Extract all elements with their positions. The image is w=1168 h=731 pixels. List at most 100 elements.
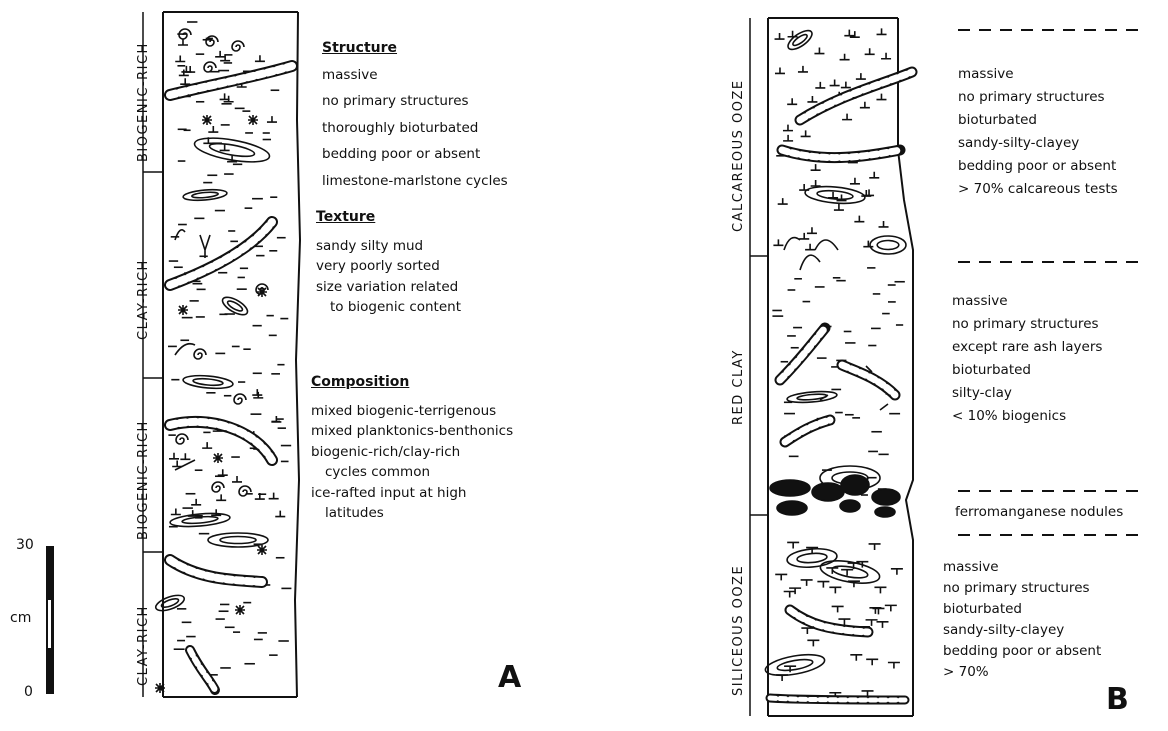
texture-line: to biogenic content	[316, 297, 461, 318]
lens-inner	[817, 189, 854, 200]
lens-inner	[791, 33, 808, 48]
lime-symbol	[787, 98, 797, 104]
scale-bar-midsection	[48, 600, 51, 648]
lime-symbol	[269, 493, 279, 499]
nodule	[840, 500, 860, 512]
siliceous-line: > 70%	[943, 662, 1101, 683]
scale-bar	[46, 546, 54, 694]
lime-symbol	[180, 78, 190, 84]
lens-inner	[877, 241, 899, 250]
core-column-a	[163, 12, 300, 697]
lime-symbol	[834, 204, 844, 210]
composition-line: ice-rafted input at high	[311, 483, 513, 504]
burrow-fill	[190, 650, 215, 690]
lens-inner	[193, 378, 223, 387]
lime-symbol	[876, 94, 886, 100]
lime-symbol	[807, 227, 817, 233]
lime-symbol	[218, 469, 228, 475]
lime-symbol	[783, 125, 793, 131]
silica-symbol	[787, 542, 799, 548]
burrow-fill	[170, 560, 262, 582]
lime-symbol	[175, 55, 185, 61]
radiolarian-symbol	[213, 453, 223, 463]
trace-fossil	[175, 344, 195, 355]
lime-symbol	[220, 144, 230, 150]
structure-line: massive	[322, 65, 508, 86]
interval-label-clay-rich-2: CLAY-RICH	[136, 605, 151, 686]
burrow-fill	[780, 328, 825, 380]
calcareous-line: massive	[958, 63, 1118, 86]
lime-symbol	[842, 114, 852, 120]
foram-symbol	[176, 434, 188, 444]
structure-line: thoroughly bioturbated	[322, 118, 508, 139]
scale-bottom-label: 0	[24, 684, 33, 700]
panel-label-b: B	[1106, 682, 1129, 717]
lime-symbol	[856, 73, 866, 79]
trace-fossil	[175, 460, 195, 470]
foram-symbol	[232, 41, 244, 51]
scale-unit-label: cm	[10, 610, 31, 626]
panel-label-a: A	[498, 660, 521, 695]
texture-section: Texture sandy silty mud very poorly sort…	[316, 207, 461, 318]
calcareous-line: sandy-silty-clayey	[958, 132, 1118, 155]
lime-symbol	[854, 216, 864, 222]
composition-line: latitudes	[311, 503, 513, 524]
lime-symbol	[815, 82, 825, 88]
silica-symbol	[872, 608, 884, 614]
siliceous-line: no primary structures	[943, 578, 1101, 599]
lens-inner	[182, 515, 218, 524]
red-clay-line: no primary structures	[952, 313, 1102, 336]
lime-symbol	[877, 28, 887, 34]
lime-symbol	[830, 80, 840, 86]
lime-symbol	[840, 54, 850, 60]
lime-symbol	[775, 67, 785, 73]
radiolarian-symbol	[257, 545, 267, 555]
lime-symbol	[811, 180, 821, 186]
lens-symbol	[183, 374, 234, 390]
silica-symbol	[832, 606, 844, 612]
texture-line: sandy silty mud	[316, 236, 461, 257]
radiolarian-symbol	[202, 115, 212, 125]
lime-symbol	[844, 30, 854, 36]
siliceous-description: massive no primary structures bioturbate…	[943, 557, 1101, 683]
column-a-right-edge	[295, 12, 300, 697]
silica-symbol	[801, 580, 813, 586]
lime-symbol	[811, 164, 821, 170]
lens-inner	[797, 552, 828, 564]
composition-line: mixed biogenic-terrigenous	[311, 401, 513, 422]
lens-symbol	[208, 533, 268, 547]
silica-symbol	[885, 605, 897, 611]
red-clay-line: < 10% biogenics	[952, 405, 1102, 428]
column-b-right-edge	[898, 18, 913, 716]
lens-inner	[192, 191, 219, 198]
trace-fossil	[784, 238, 838, 270]
structure-section: Structure massive no primary structures …	[322, 38, 508, 191]
silica-symbol	[801, 628, 813, 634]
lime-symbol	[208, 126, 218, 132]
nodule	[812, 483, 844, 501]
lens-inner	[226, 299, 244, 313]
lime-symbol	[801, 130, 811, 136]
trace-fossil	[200, 235, 210, 258]
nodule	[770, 480, 810, 496]
silica-symbol	[866, 659, 878, 665]
sediment-fill-b	[764, 27, 912, 700]
foram-symbol	[194, 349, 206, 359]
red-clay-line: bioturbated	[952, 359, 1102, 382]
burrow-fill	[770, 698, 905, 700]
lime-symbol	[869, 172, 879, 178]
lime-symbol	[216, 494, 226, 500]
lens-symbol	[183, 188, 228, 202]
calcareous-line: > 70% calcareous tests	[958, 178, 1118, 201]
lime-symbol	[178, 39, 188, 45]
nodules-label: ferromanganese nodules	[955, 502, 1123, 523]
silica-symbol	[869, 544, 881, 550]
lens-symbol	[154, 592, 186, 614]
foram-symbol	[204, 62, 216, 72]
sediment-fill-a	[154, 22, 292, 693]
lime-symbol	[267, 116, 277, 122]
lime-symbol	[805, 244, 815, 250]
structure-line: bedding poor or absent	[322, 144, 508, 165]
lime-symbol	[232, 476, 242, 482]
structure-heading: Structure	[322, 38, 508, 59]
